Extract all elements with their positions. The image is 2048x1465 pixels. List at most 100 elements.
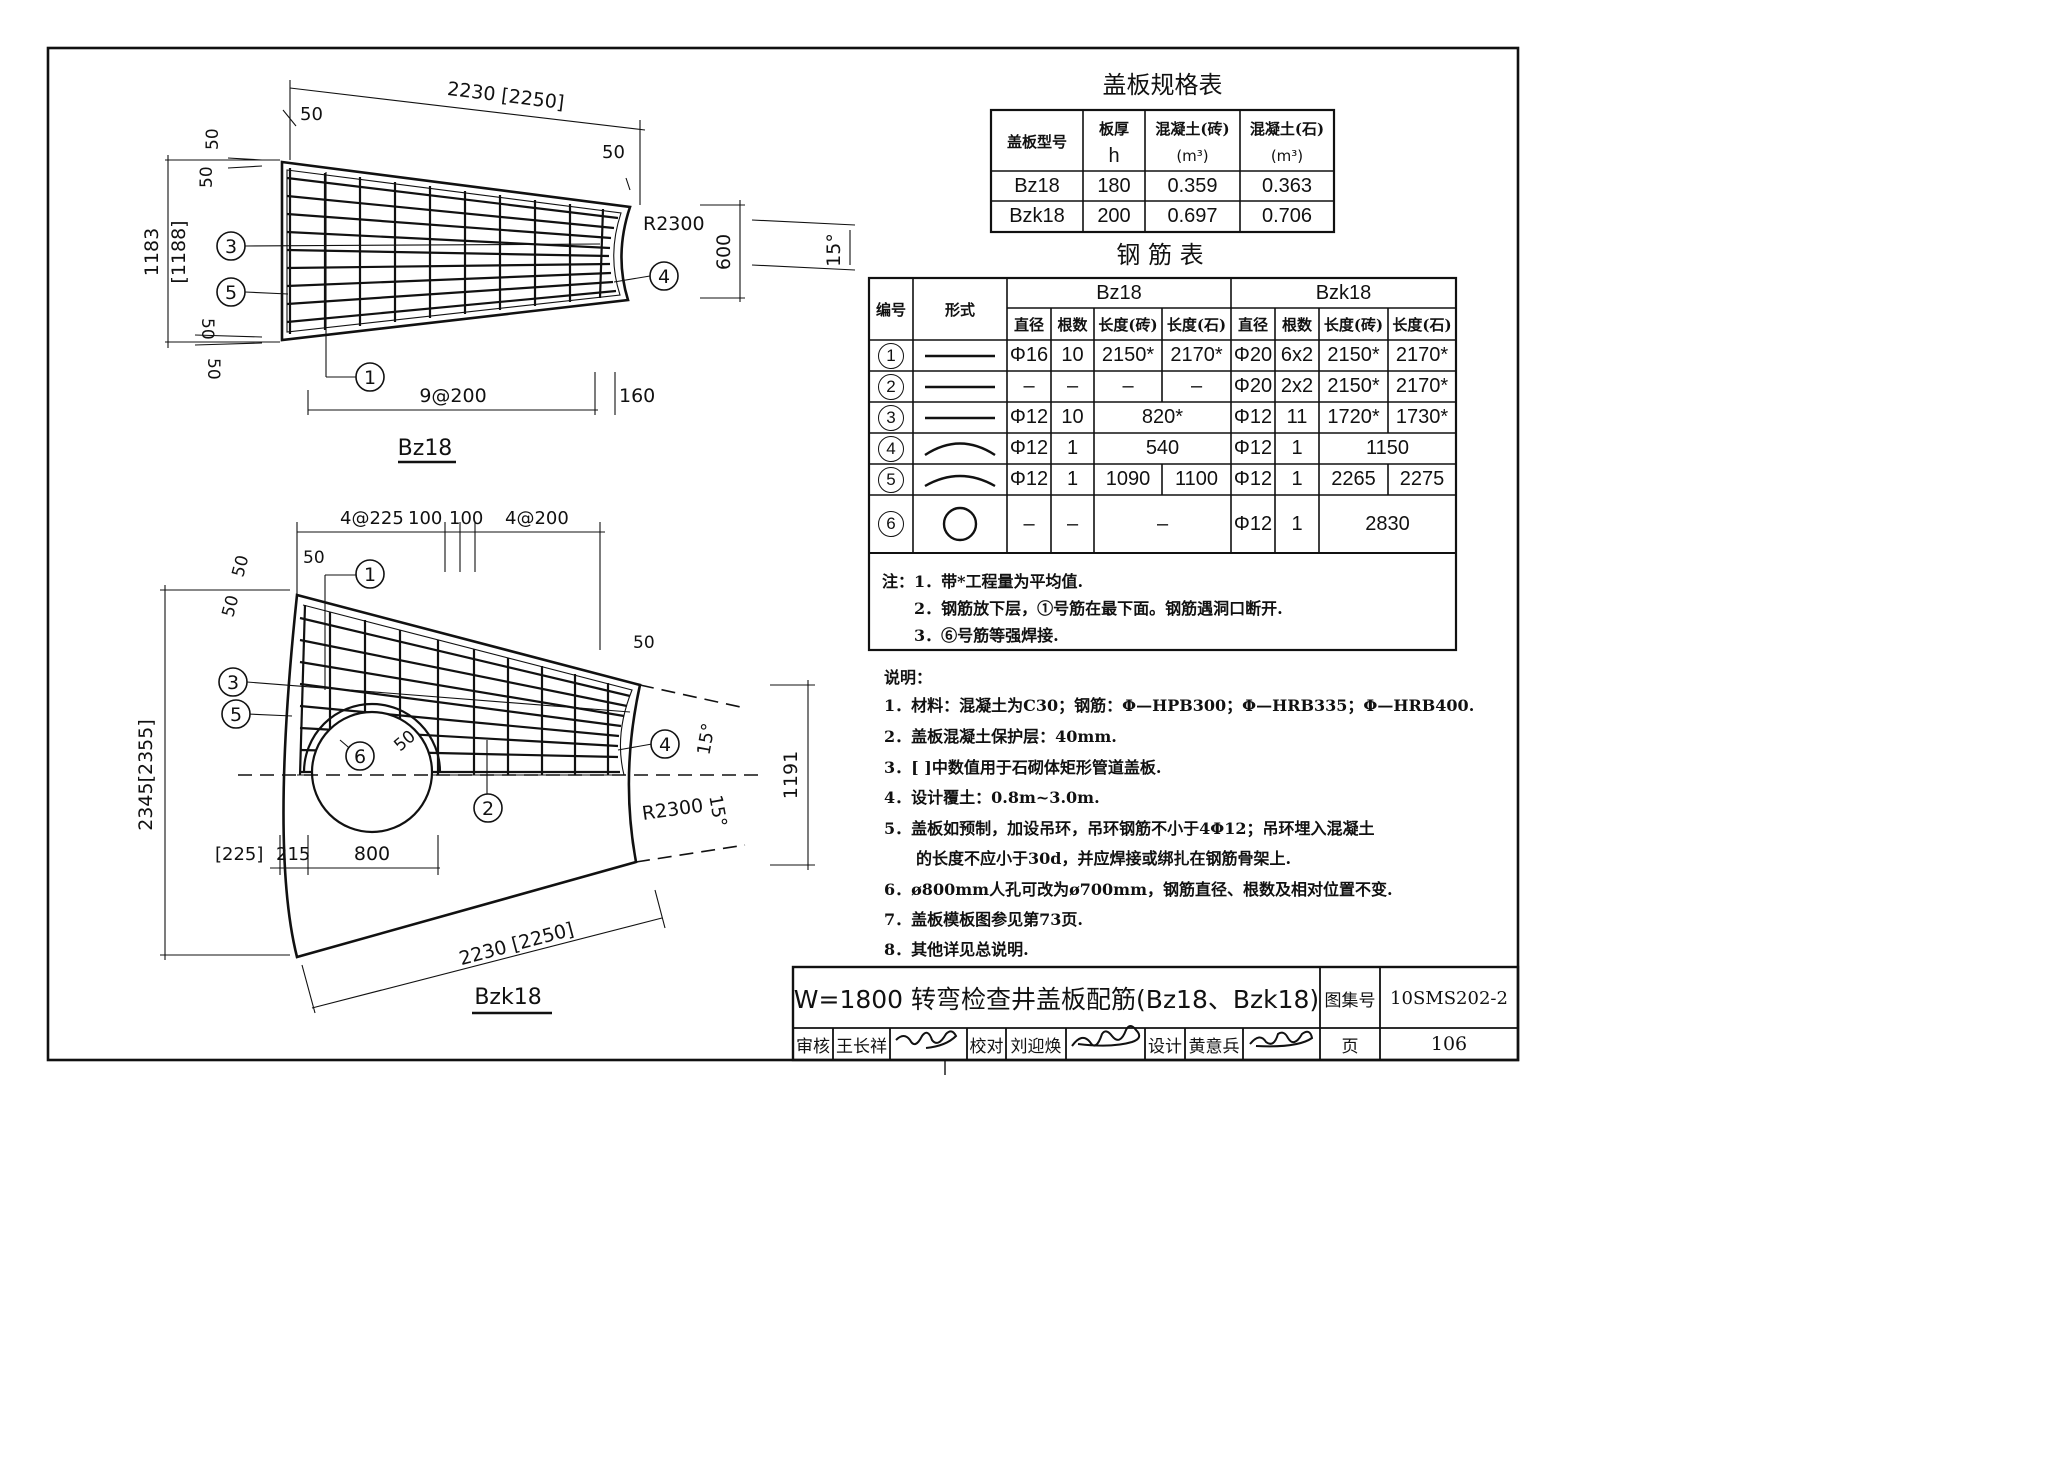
description-item: 2．盖板混凝土保护层：40mm. — [884, 727, 1117, 746]
rebar-note-3: 3．⑥号筋等强焊接. — [914, 626, 1059, 645]
rebar-cell: 2x2 — [1280, 375, 1314, 397]
spec-row-type: Bzk18 — [1009, 205, 1065, 227]
bzk18-dim-hole-offset: 215 — [276, 844, 310, 865]
description-title: 说明： — [884, 668, 933, 687]
rebar-cell: Φ12 — [1233, 468, 1273, 490]
rebar-cell: 1 — [1291, 468, 1303, 490]
rebar-row-no: 4 — [869, 433, 913, 464]
spec-header-thick-sym: h — [1108, 144, 1120, 167]
description-item: 8．其他详见总说明. — [884, 940, 1029, 959]
bz18-dim-bottom-end: 160 — [619, 385, 655, 407]
sheet-border — [46, 46, 1520, 1062]
rebar-note-2: 2．钢筋放下层，①号筋在最下面。钢筋遇洞口断开. — [914, 599, 1283, 618]
rebar-table-title: 钢 筋 表 — [1116, 240, 1204, 269]
spec-header-stone-unit: (m³) — [1270, 147, 1304, 165]
rebar-cell: Φ12 — [1009, 406, 1049, 428]
rebar-cell: 1 — [1066, 437, 1079, 459]
rebar-cell: 2150* — [1101, 344, 1155, 366]
signatures — [895, 1025, 1314, 1049]
bz18-dim-left-height-alt: [1188] — [168, 220, 190, 283]
rebar-row-no: 5 — [869, 464, 913, 495]
spec-row-h: 200 — [1097, 205, 1131, 227]
bz18-dim-cover-bot1: 50 — [197, 318, 217, 340]
description-item: 的长度不应小于30d，并应焊接或绑扎在钢筋骨架上. — [916, 849, 1292, 868]
bzk18-dim-spacing-left: 4@225 — [340, 508, 404, 529]
rebar-cell: 1 — [1066, 468, 1079, 490]
rebar-cell: 1100 — [1174, 468, 1218, 490]
spec-table-title: 盖板规格表 — [1102, 70, 1223, 99]
description-item: 1．材料：混凝土为C30；钢筋：Φ—HPB300；Φ—HRB335；Φ—HRB4… — [884, 696, 1475, 715]
rebar-cell: 10 — [1061, 406, 1084, 428]
spec-header-thick: 板厚 — [1098, 119, 1129, 138]
rebar-cell: 1720* — [1327, 406, 1380, 428]
bzk18-dim-mid2: 100 — [449, 508, 483, 529]
description-item: 6．ø800mm人孔可改为ø700mm，钢筋直径、根数及相对位置不变. — [884, 880, 1393, 899]
rebar-cell: 2275 — [1399, 468, 1445, 490]
bz18-inner-outline — [286, 169, 622, 333]
rebar-row-no: 6 — [869, 495, 913, 553]
rebar-subheader-len-brick: 长度(砖) — [1323, 315, 1384, 334]
bz18-dim-left-height: 1183 — [141, 228, 163, 276]
bz18-horizontal-bars — [286, 176, 619, 324]
spec-table-grid — [989, 108, 1336, 234]
bzk18-drawing: 1 3 5 6 2 4 4@225 100 100 4@200 50 50 50… — [135, 508, 815, 1015]
rebar-header-bzk18: Bzk18 — [1315, 281, 1372, 304]
bzk18-callout-2 — [473, 793, 503, 823]
rebar-cell: 1 — [1291, 437, 1303, 459]
spec-header-type: 盖板型号 — [1006, 132, 1067, 151]
bz18-callout-1 — [355, 362, 385, 392]
description-item: 4．设计覆土：0.8m~3.0m. — [884, 788, 1100, 807]
atlas-label: 图集号 — [1324, 990, 1376, 1011]
bzk18-outline — [282, 593, 642, 959]
bzk18-dim-hole-dia: 800 — [354, 843, 390, 865]
shape-arc-4 — [924, 442, 996, 457]
description-item: 5．盖板如预制，加设吊环，吊环钢筋不小于4Φ12；吊环埋入混凝土 — [884, 819, 1375, 838]
description-item: 3．[ ]中数值用于石砌体矩形管道盖板. — [884, 758, 1162, 777]
spec-header-brick: 混凝土(砖) — [1155, 119, 1230, 138]
rebar-cell: Φ16 — [1009, 344, 1049, 366]
spec-row-brick: 0.359 — [1167, 174, 1218, 197]
bzk18-dim-bottom: 2230 [2250] — [457, 918, 576, 970]
rebar-cell: – — [1122, 375, 1134, 397]
rebar-cell: 2170* — [1395, 344, 1449, 366]
rebar-subheader-dia: 直径 — [1237, 315, 1268, 334]
bz18-drawing: 3 5 1 4 2230 [2250] 50 50 50 50 1183 [11… — [141, 78, 856, 464]
rebar-cell: 540 — [1145, 437, 1180, 459]
title-block-grid — [791, 965, 1520, 1075]
bzk18-callout-3 — [218, 667, 248, 697]
rebar-cell: 10 — [1061, 344, 1084, 366]
rebar-row-no: 3 — [869, 402, 913, 433]
checker-name: 刘迎焕 — [1010, 1036, 1062, 1057]
design-label: 设计 — [1148, 1036, 1182, 1057]
bzk18-dim-radius: R2300 — [641, 795, 705, 825]
drawing-sheet: 3 5 1 4 2230 [2250] 50 50 50 50 1183 [11… — [46, 46, 1520, 1075]
atlas-number: 10SMS202-2 — [1390, 987, 1508, 1009]
rebar-shapes — [924, 354, 996, 542]
bz18-callout-3 — [216, 231, 246, 261]
rebar-cell: Φ20 — [1233, 344, 1273, 366]
bzk18-dim-right-height: 1191 — [780, 751, 802, 799]
bzk18-dim-angle-bottom: 15° — [704, 794, 730, 829]
bzk18-dim-spacing-right: 4@200 — [505, 508, 569, 529]
rebar-cell: 2265 — [1331, 468, 1376, 490]
bzk18-dim-cover-top2: 50 — [229, 553, 254, 579]
rebar-cell: 1 — [1291, 512, 1303, 535]
bzk18-dim-cover-left: 50 — [219, 593, 244, 619]
rebar-cell: 1090 — [1105, 468, 1151, 490]
bz18-dim-radius: R2300 — [643, 213, 705, 235]
bzk18-ring-bar — [302, 702, 442, 773]
bzk18-callout-5-label: 5 — [230, 704, 242, 726]
rebar-row-no: 2 — [869, 371, 913, 402]
rebar-cell: – — [1190, 375, 1203, 397]
spec-row-stone: 0.706 — [1261, 205, 1313, 227]
rebar-subheader-count: 根数 — [1057, 315, 1088, 334]
page-number: 106 — [1430, 1033, 1468, 1055]
bzk18-callout-3-label: 3 — [227, 672, 239, 694]
bz18-callout-1-label: 1 — [364, 367, 376, 389]
review-label: 审核 — [796, 1036, 830, 1057]
rebar-cell: – — [1066, 375, 1079, 397]
bz18-dim-bottom-spacing: 9@200 — [419, 385, 486, 407]
rebar-cell: Φ12 — [1009, 468, 1049, 490]
spec-row-stone: 0.363 — [1261, 174, 1313, 197]
bzk18-callout-5 — [221, 699, 251, 729]
